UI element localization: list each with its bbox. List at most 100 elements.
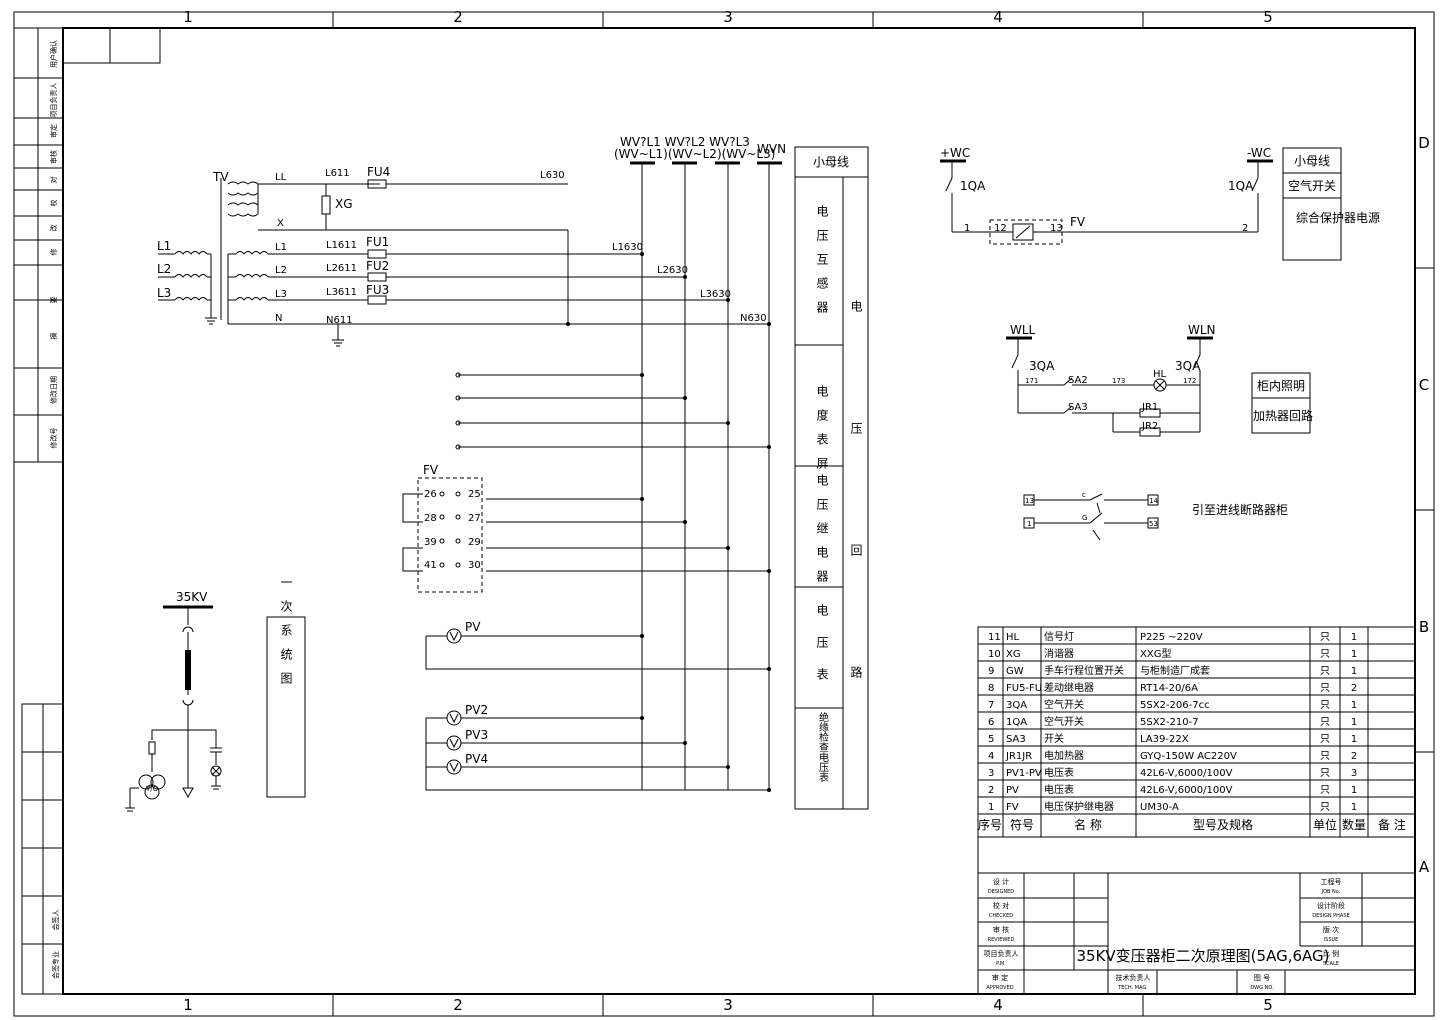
side-header: 小母线 bbox=[813, 155, 849, 169]
tb-left-label: 设 计 bbox=[993, 877, 1009, 886]
parts-cell: 3 bbox=[988, 768, 994, 779]
primary-voltage: 35KV bbox=[176, 590, 208, 604]
dc-t2: 2 bbox=[1242, 223, 1248, 234]
dc-fv: FV bbox=[1070, 215, 1086, 229]
grid-col-3-bottom: 3 bbox=[723, 996, 733, 1014]
parts-cell: 3 bbox=[1351, 768, 1357, 779]
side-row: 绝缘检查电压表 bbox=[817, 711, 829, 783]
parts-cell: PV1-PV bbox=[1006, 768, 1042, 779]
primary-windings bbox=[158, 249, 769, 347]
parts-cell: 只 bbox=[1320, 649, 1330, 660]
side-row: 电度表屏 bbox=[815, 385, 829, 481]
inner-border bbox=[62, 27, 1416, 995]
tv-label: TV bbox=[212, 170, 229, 184]
parts-cell: 4 bbox=[988, 751, 994, 762]
heater-wll: WLL bbox=[1010, 323, 1036, 337]
tb-tech: 技术负责人 bbox=[1116, 973, 1151, 982]
bus-label-2: (WV~L1)(WV~L2)(WV~L3) bbox=[614, 147, 775, 161]
tb-right-label-en: JOB No. bbox=[1321, 889, 1341, 895]
tb-left-label: 项目负责人 bbox=[984, 949, 1019, 958]
tb-right-label-en: DESIGN PHASE bbox=[1312, 913, 1349, 919]
parts-cell: 1 bbox=[988, 802, 994, 813]
interlock-note: 引至进线断路器柜 bbox=[1192, 502, 1288, 517]
fv-terminal: 27 bbox=[468, 513, 481, 524]
parts-cell: 11 bbox=[988, 632, 1001, 643]
parts-cell: XG bbox=[1006, 649, 1021, 660]
parts-cell: 只 bbox=[1320, 683, 1330, 694]
vertical-buses: WV?L1 WV?L2 WV?L3 (WV~L1)(WV~L2)(WV~L3) … bbox=[455, 135, 786, 792]
parts-header: 数量 bbox=[1342, 817, 1366, 832]
grid-ticks bbox=[332, 12, 1434, 1016]
strip-label: 改 bbox=[49, 225, 58, 232]
fuse-fu4: FU4 bbox=[367, 165, 390, 179]
parts-cell: HL bbox=[1006, 632, 1020, 643]
heater-hl: HL bbox=[1153, 369, 1167, 380]
heater-wln: WLN bbox=[1188, 323, 1216, 337]
node-l611: L611 bbox=[325, 168, 350, 179]
tb-left-label-en: DESIGNED bbox=[988, 889, 1014, 895]
grid-col-5-top: 5 bbox=[1263, 8, 1273, 26]
fuse-fu3: FU3 bbox=[366, 283, 389, 297]
heater-breaker-1: 3QA bbox=[1029, 359, 1055, 373]
parts-cell: 42L6-V,6000/100V bbox=[1140, 768, 1233, 779]
strip-label: 会签专业 bbox=[51, 951, 60, 979]
dc-breaker-2: 1QA bbox=[1228, 179, 1254, 193]
grid-col-2-bottom: 2 bbox=[453, 996, 463, 1014]
parts-cell: RT14-20/6A bbox=[1140, 683, 1198, 694]
out-l630: L630 bbox=[540, 170, 565, 181]
meter-pv2: PV2 bbox=[465, 703, 488, 717]
parts-cell: UM30-A bbox=[1140, 802, 1179, 813]
primary-system: 35KV Y/O bbox=[125, 590, 222, 812]
dc-minus: -WC bbox=[1247, 146, 1271, 160]
parts-header: 名 称 bbox=[1074, 817, 1102, 832]
parts-cell: 电压表 bbox=[1044, 783, 1074, 796]
interlock-t14: 14 bbox=[1149, 497, 1158, 505]
parts-cell: 7 bbox=[988, 700, 994, 711]
parts-cell: 2 bbox=[988, 785, 994, 796]
tb-left-label: 校 对 bbox=[993, 901, 1009, 910]
parts-cell: SA3 bbox=[1006, 734, 1026, 745]
parts-cell: 1 bbox=[1351, 802, 1357, 813]
grid-col-1-bottom: 1 bbox=[183, 996, 193, 1014]
parts-cell: XXG型 bbox=[1140, 647, 1171, 660]
fv-relay: FV 26 28 39 41 25 27 29 30 bbox=[402, 463, 769, 593]
strip-label: 审核 bbox=[49, 150, 58, 164]
parts-cell: 9 bbox=[988, 666, 994, 677]
grid-col-4-top: 4 bbox=[993, 8, 1003, 26]
parts-cell: 5SX2-206-7cc bbox=[1140, 700, 1210, 711]
outer-border bbox=[13, 11, 1435, 1017]
side-row: 电压互感器 bbox=[815, 205, 829, 325]
node-l1611: L1611 bbox=[326, 240, 357, 251]
transformer-coil bbox=[220, 178, 569, 324]
parts-cell: 8 bbox=[988, 683, 994, 694]
tb-approved-en: APPROVED bbox=[986, 985, 1013, 991]
parts-cell: PV bbox=[1006, 785, 1019, 796]
parts-cell: 1 bbox=[1351, 666, 1357, 677]
parts-cell: 2 bbox=[1351, 751, 1357, 762]
parts-cell: 只 bbox=[1320, 666, 1330, 677]
dc-t12: 12 bbox=[994, 223, 1007, 234]
tb-approved: 审 定 bbox=[992, 973, 1008, 982]
dc-plus: +WC bbox=[940, 146, 970, 160]
arrester-xg: XG bbox=[335, 197, 353, 211]
tb-dwg-en: DWG NO. bbox=[1250, 985, 1274, 991]
input-l3: L3 bbox=[157, 286, 171, 300]
ll-label: LL bbox=[275, 172, 287, 183]
primary-label-box bbox=[266, 616, 306, 798]
x-label: X bbox=[277, 218, 284, 229]
grid-row-b: B bbox=[1419, 618, 1429, 636]
parts-cell: 只 bbox=[1320, 785, 1330, 796]
strip-label: 审定 bbox=[49, 124, 58, 138]
side-table: 小母线 电压互感器 电度表屏 电压继电器 电压表 绝缘检查电压表 电压回路 bbox=[794, 146, 869, 810]
strip-label: 校 bbox=[49, 200, 58, 207]
node-l3611: L3611 bbox=[326, 287, 357, 298]
strip-label: 项目负责人 bbox=[49, 83, 58, 118]
sec-n: N bbox=[275, 313, 282, 324]
meter-pv3: PV3 bbox=[465, 728, 488, 742]
out-l1630: L1630 bbox=[612, 242, 643, 253]
fv-terminal: 30 bbox=[468, 560, 481, 571]
parts-cell: 1QA bbox=[1006, 717, 1027, 728]
parts-cell: 1 bbox=[1351, 785, 1357, 796]
strip-label: 修改日期 bbox=[49, 376, 58, 404]
